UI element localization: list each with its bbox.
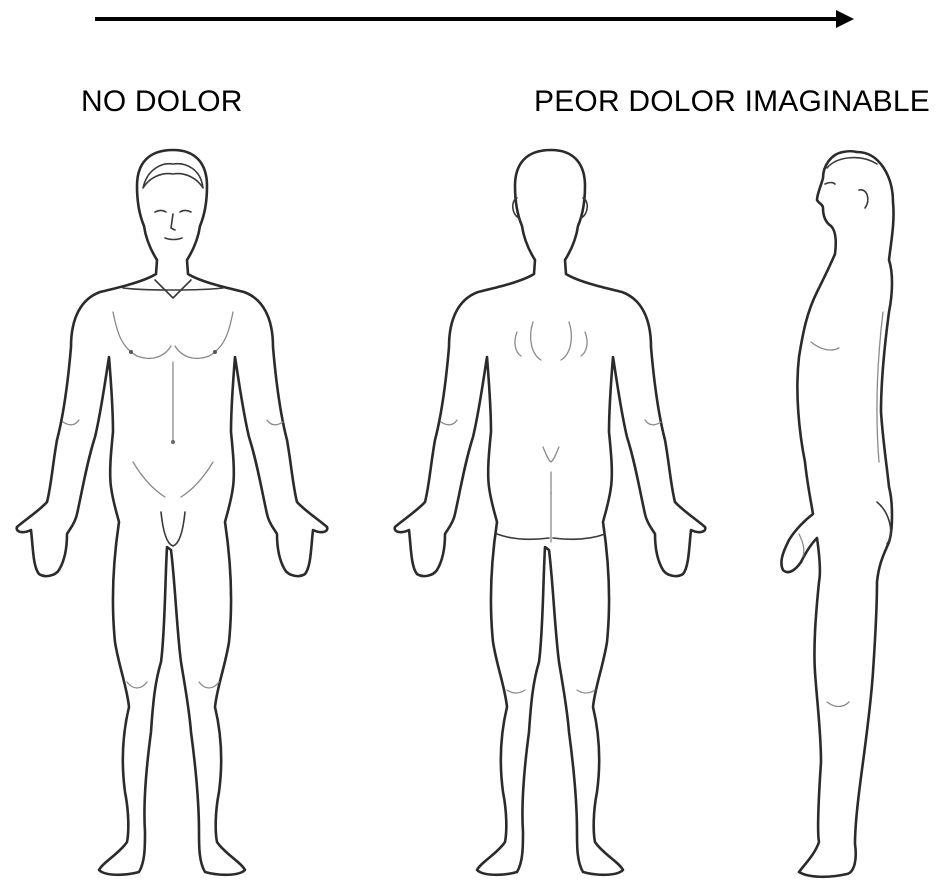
human-body-side-icon[interactable]	[765, 142, 935, 882]
no-pain-label: NO DOLOR	[81, 84, 243, 120]
human-body-back-icon[interactable]	[383, 142, 723, 882]
back-body-outline	[395, 150, 706, 875]
front-body-outline	[17, 150, 328, 875]
right-arrow-icon	[0, 0, 939, 60]
side-body-outline	[781, 151, 893, 877]
worst-pain-label: PEOR DOLOR IMAGINABLE	[534, 84, 930, 120]
human-body-front-icon[interactable]	[5, 142, 345, 882]
